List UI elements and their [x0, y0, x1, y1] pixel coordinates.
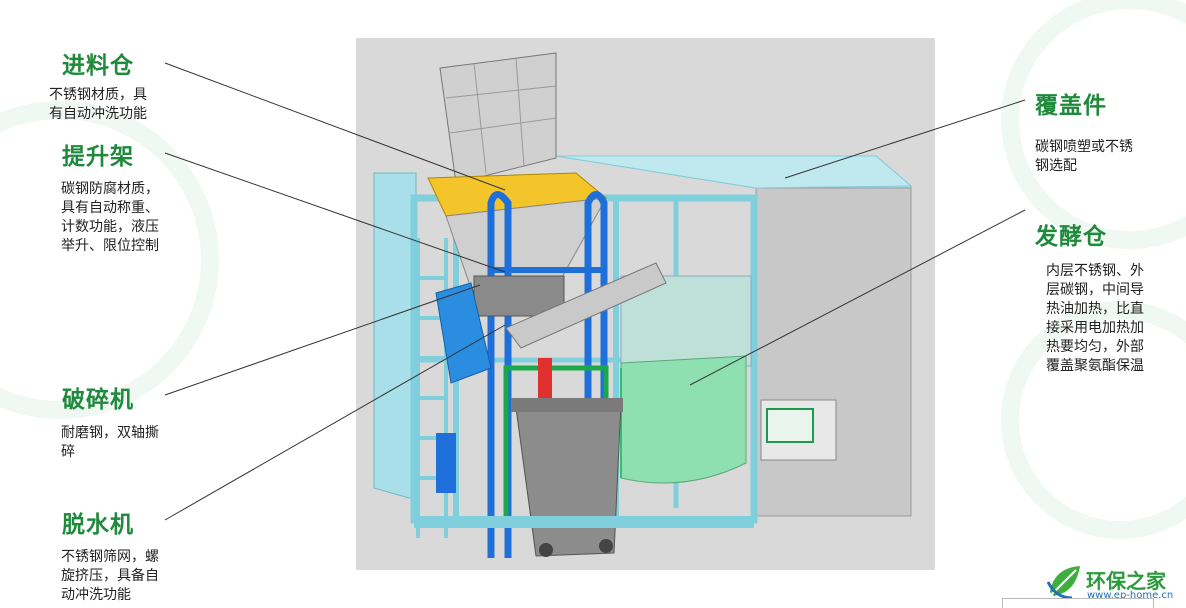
lift-frame-desc: 碳钢防腐材质， 具有自动称重、 计数功能，液压 举升、限位控制 [61, 180, 159, 256]
desc-line: 碳钢喷塑或不锈 [1035, 139, 1133, 155]
desc-line: 接采用电加热加 [1046, 320, 1144, 336]
cover-title: 覆盖件 [1035, 93, 1107, 119]
machine-illustration [356, 38, 935, 570]
desc-line: 有自动冲洗功能 [49, 106, 147, 122]
logo-url[interactable]: www.ep-home.cn [1087, 590, 1174, 601]
fermenter-desc: 内层不锈钢、外 层碳钢，中间导 热油加热，比直 接采用电加热加 热要均匀，外部 … [1046, 262, 1144, 376]
cover-desc: 碳钢喷塑或不锈 钢选配 [1035, 138, 1133, 176]
desc-line: 具有自动称重、 [61, 200, 159, 216]
desc-line: 内层不锈钢、外 [1046, 263, 1144, 279]
crusher-title: 破碎机 [62, 387, 134, 413]
desc-line: 不锈钢材质，具 [49, 87, 147, 103]
dewaterer-desc: 不锈钢筛网，螺 旋挤压，具备自 动冲洗功能 [61, 548, 159, 605]
desc-line: 钢选配 [1035, 158, 1077, 174]
desc-line: 计数功能，液压 [61, 219, 159, 235]
crusher-desc: 耐磨钢，双轴撕 碎 [61, 424, 159, 462]
desc-line: 热油加热，比直 [1046, 301, 1144, 317]
logo-name: 环保之家 [1086, 569, 1166, 593]
dewaterer-title: 脱水机 [62, 512, 134, 538]
desc-line: 层碳钢，中间导 [1046, 282, 1144, 298]
fermenter-title: 发酵仓 [1035, 224, 1107, 250]
footer-box [1002, 598, 1154, 608]
desc-line: 碎 [61, 444, 75, 460]
desc-line: 耐磨钢，双轴撕 [61, 425, 159, 441]
desc-line: 旋挤压，具备自 [61, 568, 159, 584]
desc-line: 热要均匀，外部 [1046, 339, 1144, 355]
lift-frame-title: 提升架 [62, 144, 134, 170]
desc-line: 不锈钢筛网，螺 [61, 549, 159, 565]
leaf-logo-icon [1046, 566, 1080, 600]
desc-line: 覆盖聚氨酯保温 [1046, 358, 1144, 374]
desc-line: 举升、限位控制 [61, 238, 159, 254]
feed-bin-desc: 不锈钢材质，具 有自动冲洗功能 [49, 86, 147, 124]
desc-line: 动冲洗功能 [61, 587, 131, 603]
desc-line: 碳钢防腐材质， [61, 181, 159, 197]
feed-bin-title: 进料仓 [62, 53, 134, 79]
